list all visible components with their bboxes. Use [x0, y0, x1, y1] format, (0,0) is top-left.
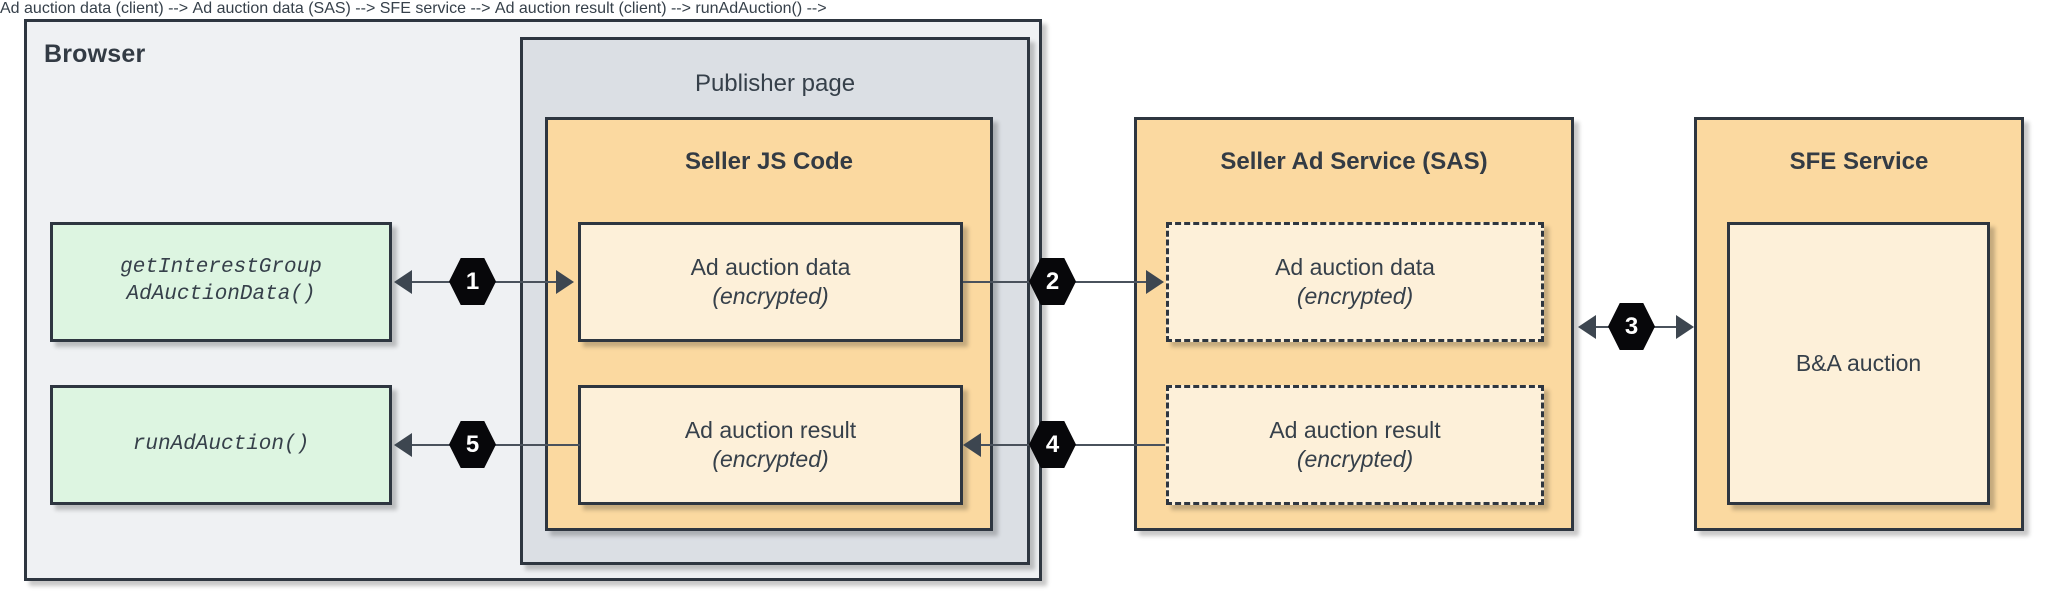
node-bna-auction: B&A auction [1727, 222, 1990, 505]
step-badge-3: 3 [1608, 303, 1655, 350]
step-badge-2-number: 2 [1045, 267, 1060, 295]
node-line-1: getInterestGroup [120, 256, 322, 280]
step-badge-5: 5 [449, 421, 496, 468]
step-badge-3-number: 3 [1624, 312, 1639, 340]
node-line-2: (encrypted) [1296, 283, 1414, 309]
node-ad-auction-data-client: Ad auction data (encrypted) [578, 222, 963, 342]
connector-1-arrow-left [394, 270, 412, 294]
node-line-2: AdAuctionData() [126, 283, 316, 306]
node-line-1: Ad auction result [684, 416, 857, 443]
step-badge-5-number: 5 [465, 430, 480, 458]
node-ad-auction-result-sas: Ad auction result (encrypted) [1166, 385, 1544, 505]
browser-label: Browser [44, 40, 146, 68]
node-get-interest-group-ad-auction-data: getInterestGroup AdAuctionData() [50, 222, 392, 342]
node-run-ad-auction: runAdAuction() [50, 385, 392, 505]
node-line-2: (encrypted) [1296, 446, 1414, 472]
connector-2-arrow-right [1146, 270, 1164, 294]
node-ad-auction-data-sas: Ad auction data (encrypted) [1166, 222, 1544, 342]
connector-3-arrow-right [1676, 315, 1694, 339]
node-line-1: Ad auction data [690, 253, 851, 280]
step-badge-4-number: 4 [1045, 430, 1060, 458]
publisher-page-label: Publisher page [694, 70, 856, 97]
connector-3-arrow-left [1578, 315, 1596, 339]
step-badge-1: 1 [449, 258, 496, 305]
connector-5-arrow-left [394, 433, 412, 457]
node-ad-auction-result-client: Ad auction result (encrypted) [578, 385, 963, 505]
sfe-service-label: SFE Service [1789, 148, 1929, 175]
connector-1-arrow-right [556, 270, 574, 294]
step-badge-1-number: 1 [465, 267, 480, 295]
step-badge-4: 4 [1029, 421, 1076, 468]
node-line-1: Ad auction data [1275, 253, 1435, 280]
node-line-2: (encrypted) [712, 446, 829, 472]
seller-ad-service-label: Seller Ad Service (SAS) [1220, 148, 1488, 175]
node-line-1: runAdAuction() [132, 432, 310, 456]
node-line-2: (encrypted) [712, 283, 829, 309]
step-badge-2: 2 [1029, 258, 1076, 305]
connector-4-arrow-left [963, 433, 981, 457]
node-line-1: Ad auction result [1269, 416, 1441, 443]
seller-js-code-label: Seller JS Code [684, 148, 854, 175]
node-line-1: B&A auction [1795, 349, 1922, 376]
